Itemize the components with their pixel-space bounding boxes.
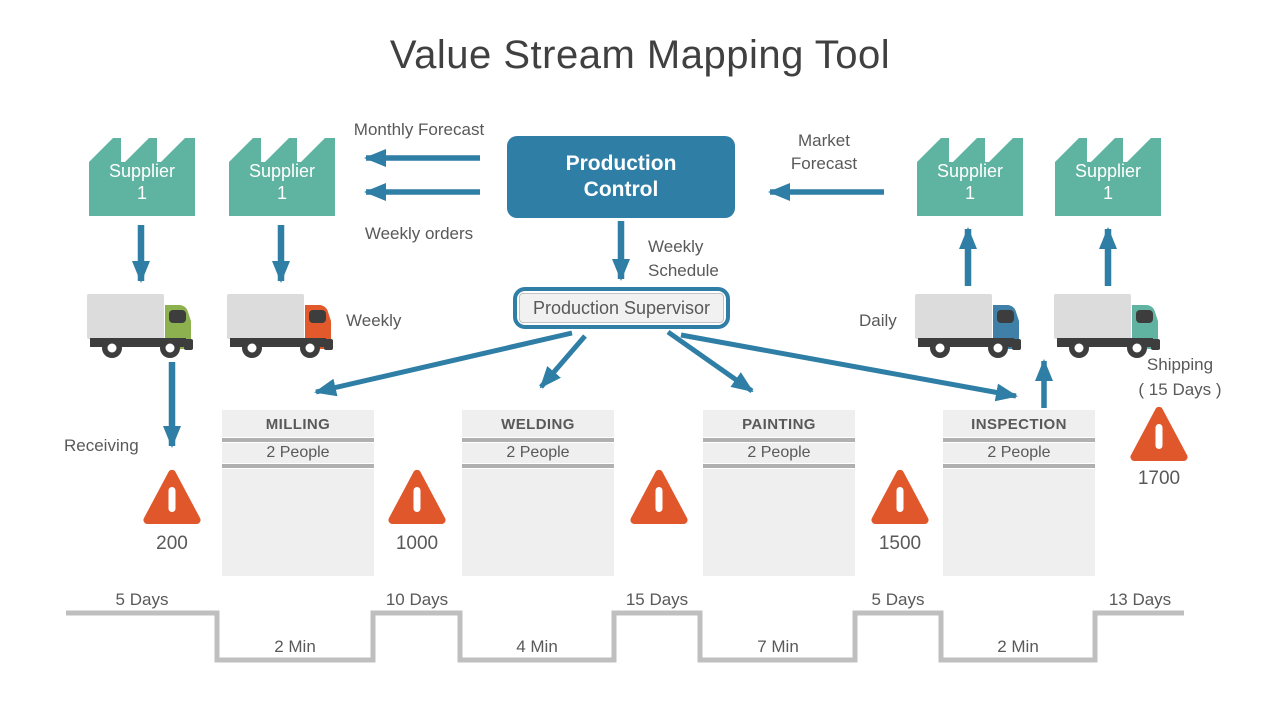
production-control-box: Production Control — [507, 136, 735, 218]
timeline-day-label: 5 Days — [115, 590, 169, 609]
process-name: INSPECTION — [971, 416, 1067, 433]
production-supervisor-box: Production Supervisor — [513, 287, 730, 329]
timeline-day-label: 13 Days — [1108, 590, 1172, 609]
timeline-min-label: 2 Min — [274, 637, 316, 656]
truck-icon-teal — [1053, 289, 1165, 359]
timeline-min-label: 4 Min — [516, 637, 558, 656]
daily-frequency-label: Daily — [859, 311, 897, 330]
process-staff: 2 People — [506, 444, 570, 461]
inventory-count-receiving: 200 — [156, 533, 188, 554]
divider — [703, 437, 855, 443]
process-box-inspection: INSPECTION 2 People — [943, 410, 1095, 576]
production-supervisor-label: Production Supervisor — [519, 293, 724, 323]
inventory-warning-icon-shipping — [1127, 403, 1191, 463]
divider — [703, 463, 855, 469]
factory-icon — [89, 138, 195, 216]
divider — [943, 463, 1095, 469]
receiving-label: Receiving — [64, 436, 139, 455]
truck-icon-orange — [226, 289, 338, 359]
timeline-min-label: 2 Min — [997, 637, 1039, 656]
divider — [462, 463, 614, 469]
factory-icon — [229, 138, 335, 216]
timeline-day-label: 5 Days — [871, 590, 925, 609]
arrow-supervisor-to-painting — [666, 329, 754, 394]
weekly-orders-label: Weekly orders — [364, 224, 474, 243]
process-name: WELDING — [501, 416, 575, 433]
inventory-warning-icon-receiving — [140, 466, 204, 526]
process-box-milling: MILLING 2 People — [222, 410, 374, 576]
factory-icon — [1055, 138, 1161, 216]
divider — [462, 437, 614, 443]
inventory-warning-icon-after-milling — [385, 466, 449, 526]
process-staff: 2 People — [987, 444, 1051, 461]
inventory-warning-icon-after-welding — [627, 466, 691, 526]
inventory-count-after-painting: 1500 — [878, 533, 922, 554]
arrow-supervisor-to-milling — [314, 330, 573, 397]
divider — [222, 463, 374, 469]
inventory-count-shipping: 1700 — [1137, 468, 1181, 489]
divider — [222, 437, 374, 443]
page-title: Value Stream Mapping Tool — [389, 33, 891, 77]
weekly-frequency-label: Weekly — [346, 311, 402, 330]
inventory-warning-icon-after-painting — [868, 466, 932, 526]
monthly-forecast-label: Monthly Forecast — [353, 120, 485, 139]
inventory-count-after-milling: 1000 — [395, 533, 439, 554]
arrow-supervisor-to-welding — [539, 334, 587, 389]
process-name: MILLING — [265, 416, 331, 433]
factory-icon — [917, 138, 1023, 216]
shipping-label: Shipping( 15 Days ) — [1138, 355, 1222, 399]
process-box-welding: WELDING 2 People — [462, 410, 614, 576]
timeline-day-label: 10 Days — [385, 590, 449, 609]
process-staff: 2 People — [266, 444, 330, 461]
truck-icon-blue — [914, 289, 1026, 359]
timeline-day-label: 15 Days — [625, 590, 689, 609]
process-box-painting: PAINTING 2 People — [703, 410, 855, 576]
truck-icon-green — [86, 289, 198, 359]
process-staff: 2 People — [747, 444, 811, 461]
process-name: PAINTING — [742, 416, 816, 433]
timeline-min-label: 7 Min — [757, 637, 799, 656]
divider — [943, 437, 1095, 443]
